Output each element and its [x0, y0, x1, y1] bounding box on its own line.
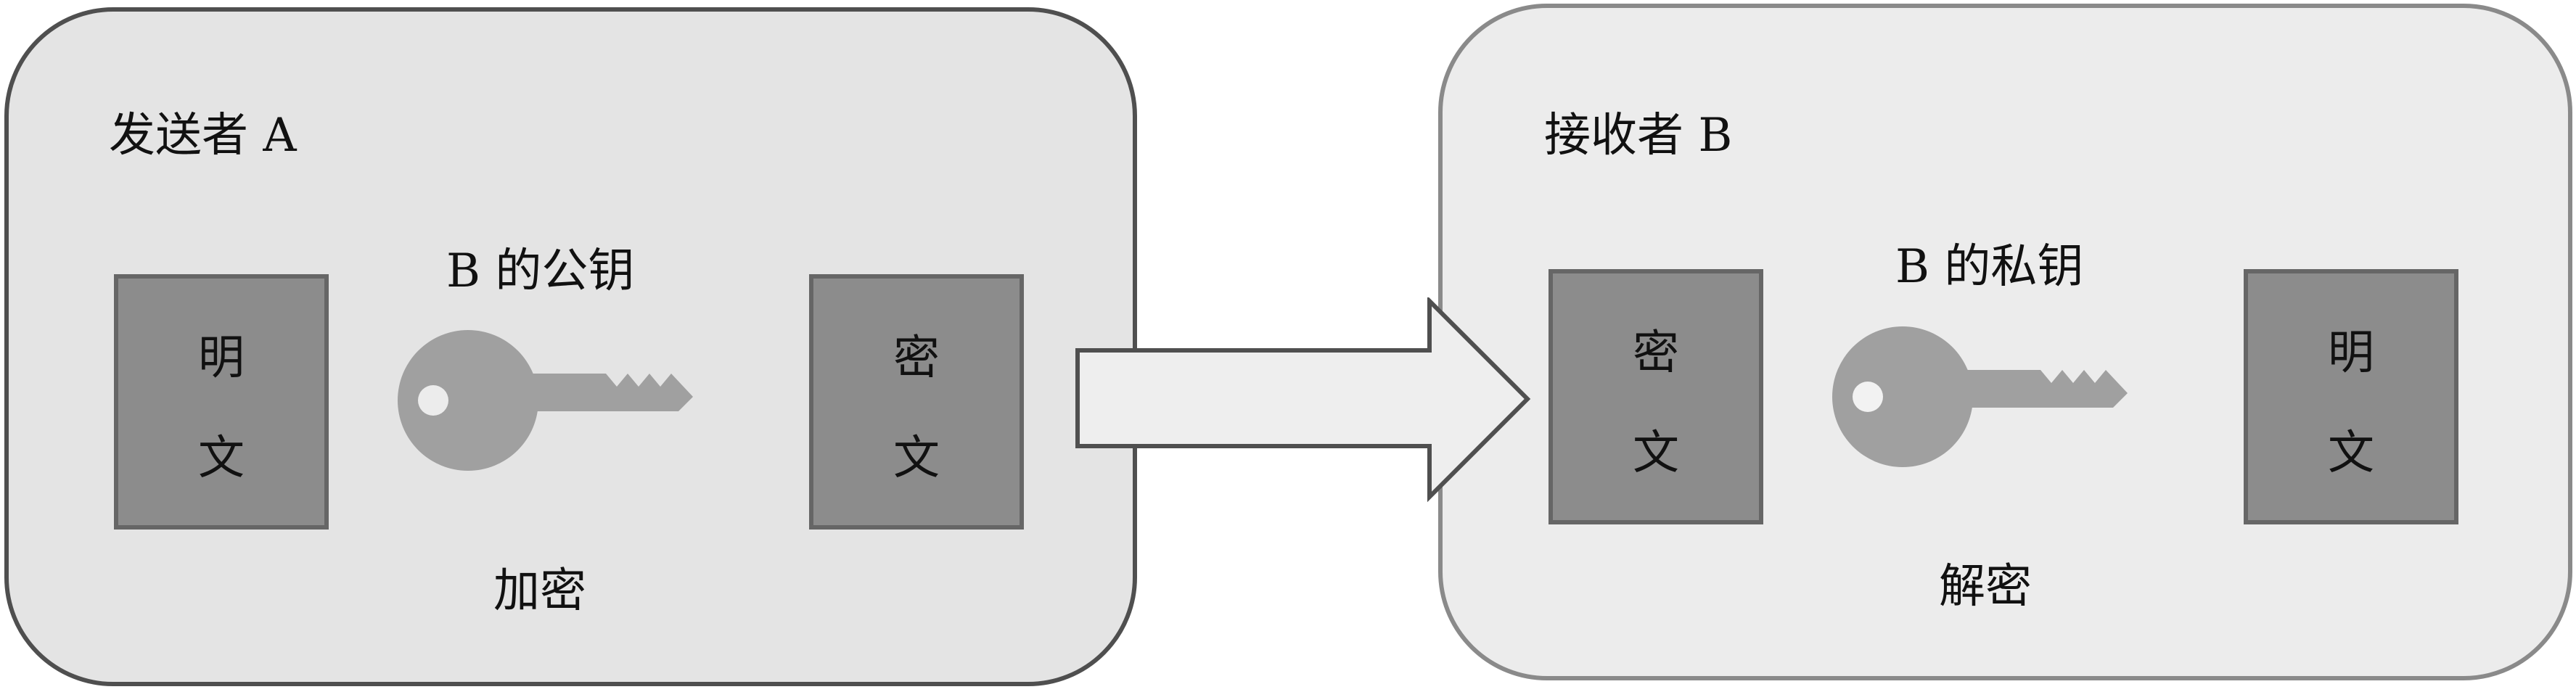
plaintext-box-sender: 明 文: [114, 274, 329, 530]
key-icon: [1832, 326, 2128, 467]
encrypt-label: 加密: [493, 564, 586, 618]
ciphertext-char-1: 密: [893, 331, 940, 385]
plaintext-char-1: 明: [2328, 326, 2374, 380]
ciphertext-char-1: 密: [1633, 326, 1679, 380]
ciphertext-box-receiver: 密 文: [1549, 269, 1763, 524]
plaintext-char-1: 明: [198, 331, 245, 385]
private-key-label: B 的私钥: [1895, 240, 2084, 294]
plaintext-char-2: 文: [2328, 427, 2374, 480]
sender-title: 发送者 A: [109, 109, 297, 162]
plaintext-box-receiver: 明 文: [2244, 269, 2458, 524]
decrypt-label: 解密: [1939, 560, 2032, 614]
ciphertext-char-2: 文: [1633, 427, 1679, 480]
ciphertext-char-2: 文: [893, 432, 940, 485]
receiver-title: 接收者 B: [1544, 109, 1733, 162]
public-key-label: B 的公钥: [446, 244, 635, 298]
ciphertext-box-sender: 密 文: [809, 274, 1024, 530]
key-icon: [398, 330, 693, 471]
plaintext-char-2: 文: [198, 432, 245, 485]
right-arrow-icon: [1075, 297, 1531, 503]
